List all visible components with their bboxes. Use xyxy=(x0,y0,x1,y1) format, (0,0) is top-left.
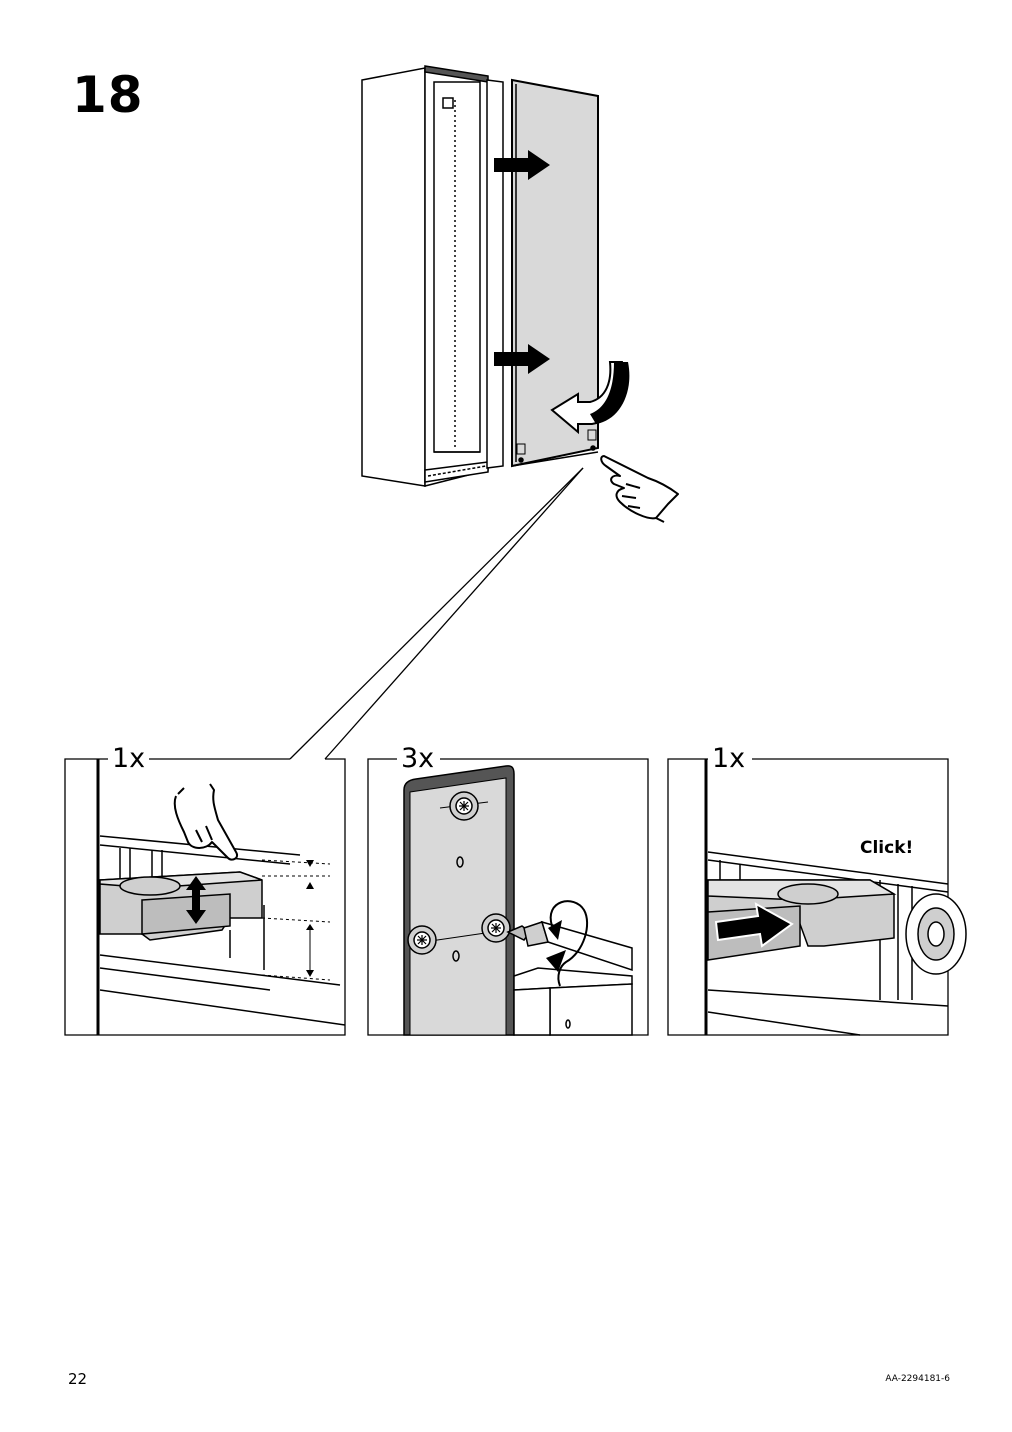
up-down-arrow-icon xyxy=(186,876,206,924)
pointing-hand-icon xyxy=(173,783,238,861)
zoom-callout-lines xyxy=(289,467,584,760)
step-number: 18 xyxy=(72,66,144,124)
screw-icon xyxy=(407,791,511,955)
push-arrow-icon xyxy=(714,902,794,948)
screwdriver-icon xyxy=(506,920,633,972)
panel-1-quantity: 1x xyxy=(108,745,150,772)
click-label: Click! xyxy=(860,838,914,858)
detail-panel-1 xyxy=(64,758,346,1036)
wardrobe-illustration xyxy=(361,65,599,487)
detail-panel-2 xyxy=(367,758,649,1036)
page-number: 22 xyxy=(68,1370,88,1388)
pointing-hand-icon xyxy=(600,455,679,523)
curved-arrow-icon xyxy=(550,361,630,435)
document-code: AA-2294181-6 xyxy=(885,1374,950,1384)
rotate-arrow-icon xyxy=(546,900,589,987)
push-arrow-icon xyxy=(494,150,550,374)
panel-3-quantity: 1x xyxy=(708,745,750,772)
detail-panel-3 xyxy=(667,758,967,1036)
panel-2-quantity: 3x xyxy=(397,745,439,772)
